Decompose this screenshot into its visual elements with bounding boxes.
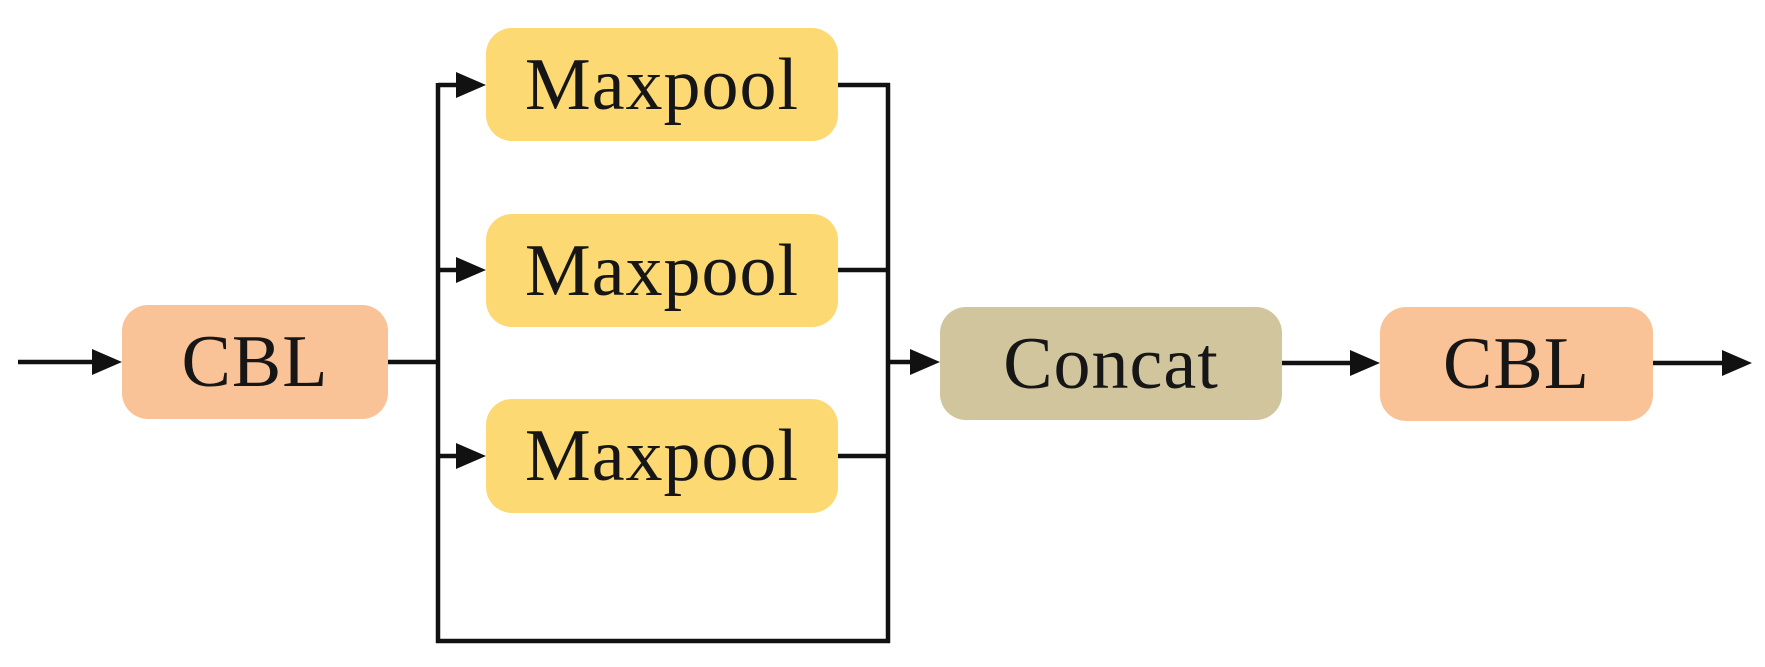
maxpool-1-label: Maxpool: [524, 43, 800, 126]
cbl-output-label: CBL: [1443, 323, 1590, 405]
concat-label: Concat: [1003, 322, 1219, 405]
maxpool-block-3: Maxpool: [486, 399, 838, 513]
cbl-out-arrowhead-icon: [1350, 350, 1380, 376]
maxpool-2-arrowhead-icon: [456, 257, 486, 283]
maxpool-2-label: Maxpool: [524, 229, 800, 312]
cbl-output-block: CBL: [1380, 307, 1653, 421]
maxpool-block-2: Maxpool: [486, 214, 838, 327]
output-arrowhead-icon: [1722, 350, 1752, 376]
input-arrowhead-icon: [92, 349, 122, 375]
concat-arrowhead-icon: [910, 349, 940, 375]
maxpool-1-arrowhead-icon: [456, 72, 486, 98]
cbl-input-label: CBL: [181, 321, 329, 403]
concat-block: Concat: [940, 307, 1282, 420]
maxpool-3-label: Maxpool: [524, 415, 800, 497]
maxpool-block-1: Maxpool: [486, 28, 838, 141]
cbl-input-block: CBL: [122, 305, 388, 419]
maxpool-3-arrowhead-icon: [456, 443, 486, 469]
